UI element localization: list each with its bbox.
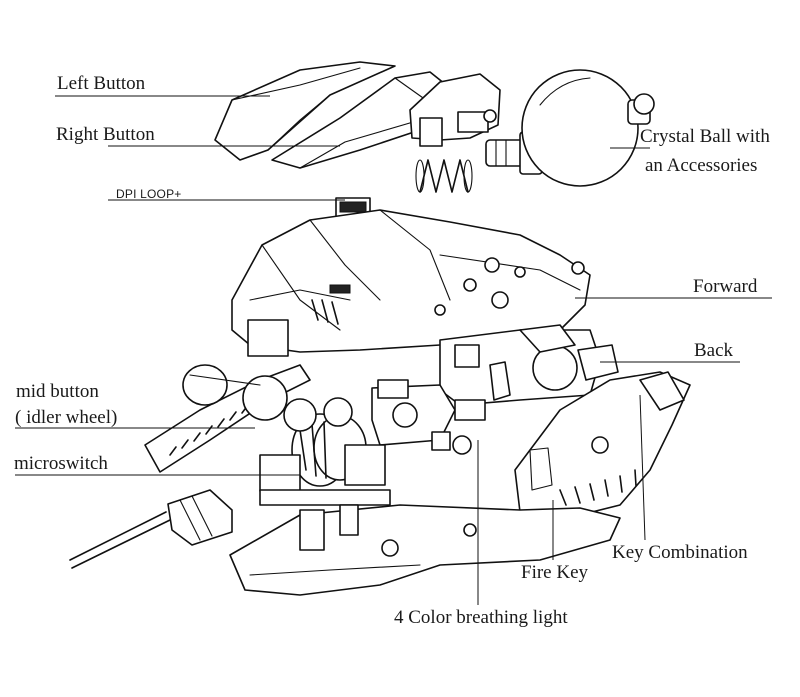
side-button-panel (439, 324, 619, 406)
label-crystal-ball-line1: Crystal Ball with (640, 126, 770, 147)
leader-lines (15, 95, 772, 605)
left-rail-part (144, 364, 311, 473)
label-forward: Forward (693, 276, 758, 297)
label-breathing-light: 4 Color breathing light (394, 607, 568, 628)
label-mid-button-line1: mid button (16, 381, 99, 402)
label-fire-key: Fire Key (521, 562, 589, 583)
crystal-ball-part (521, 69, 655, 187)
pcb-part (371, 379, 486, 455)
label-microswitch: microswitch (14, 453, 108, 474)
label-mid-button-line2: ( idler wheel) (15, 407, 118, 428)
label-key-combination: Key Combination (612, 542, 748, 563)
label-back: Back (694, 340, 734, 361)
label-left-button: Left Button (57, 73, 146, 94)
label-dpi-loop: DPI LOOP+ (116, 187, 182, 201)
rear-bracket-part (409, 73, 501, 147)
usb-cable-part (69, 489, 233, 569)
spring-part (415, 159, 473, 193)
left-button-part (214, 61, 396, 161)
label-crystal-ball-line2: an Accessories (645, 155, 758, 176)
fire-key-panel (514, 371, 691, 521)
label-right-button: Right Button (56, 124, 155, 145)
main-chassis-part (231, 209, 591, 357)
microswitch-part (259, 444, 391, 506)
base-plate-part (229, 504, 621, 596)
